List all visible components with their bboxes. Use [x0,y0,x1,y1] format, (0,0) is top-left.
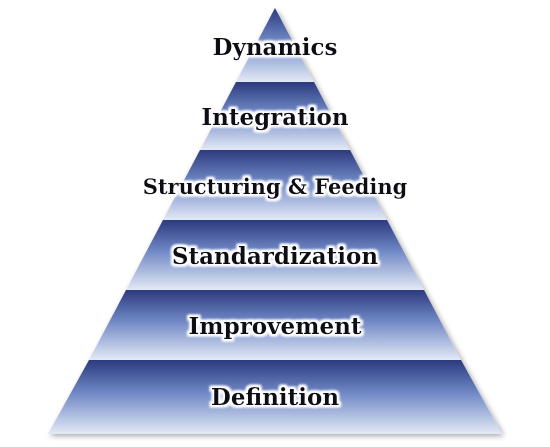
pyramid-labels: Dynamics Integration Structuring & Feedi… [143,34,408,411]
pyramid-level-integration [200,82,350,150]
pyramid-level-standardization [126,220,424,290]
pyramid-levels [48,8,502,434]
level-label-integration: Integration [201,104,349,131]
level-label-standardization: Standardization [172,243,378,270]
level-label-improvement: Improvement [189,313,362,340]
pyramid-level-definition [48,360,502,434]
pyramid-level-improvement [89,290,461,360]
level-label-dynamics: Dynamics [213,34,338,61]
pyramid-level-structuring-feeding [163,150,387,220]
level-label-structuring-feeding: Structuring & Feeding [143,174,408,199]
level-label-definition: Definition [211,384,339,411]
pyramid-level-dynamics [236,8,314,82]
